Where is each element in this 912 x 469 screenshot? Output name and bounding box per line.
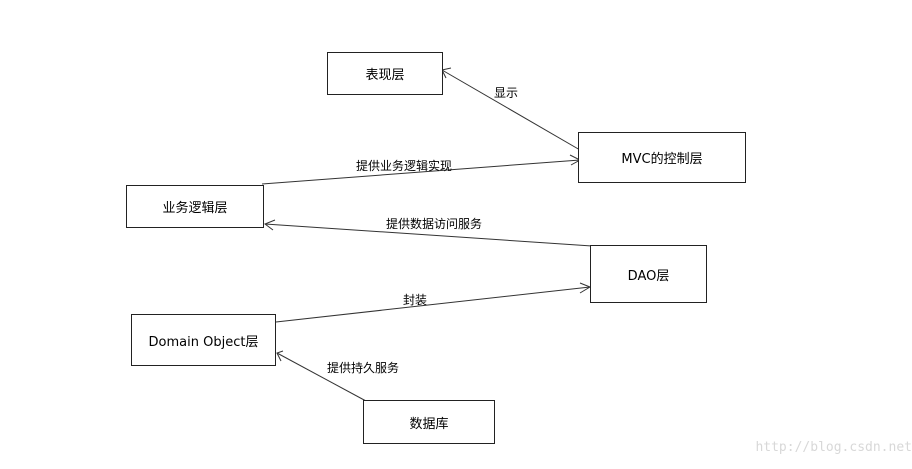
edge-label-business-logic: 提供业务逻辑实现 (356, 159, 453, 173)
mvc-controller-box: MVC的控制层 (578, 132, 746, 183)
edge-label-persistence: 提供持久服务 (327, 361, 400, 375)
domain-object-box: Domain Object层 (131, 314, 276, 366)
edge-domain-to-dao (275, 286, 591, 323)
edge-label-data-access: 提供数据访问服务 (386, 217, 483, 231)
mvc-controller-label: MVC的控制层 (621, 152, 703, 167)
edge-business-to-mvc (261, 159, 581, 185)
database-label: 数据库 (409, 416, 449, 432)
edge-label-display: 显示 (494, 86, 519, 100)
edge-mvc-to-presentation (441, 69, 581, 151)
business-logic-label: 业务逻辑层 (162, 201, 228, 216)
edge-label-encapsulate: 封装 (403, 293, 428, 307)
dao-layer-label: DAO层 (627, 268, 670, 284)
arrowhead-business (263, 219, 276, 231)
presentation-layer-box: 表现层 (327, 52, 443, 95)
presentation-layer-label: 表现层 (365, 68, 405, 83)
database-box: 数据库 (363, 400, 495, 444)
watermark-text: http://blog.csdn.net (755, 440, 912, 455)
arrowhead-domain (276, 350, 284, 362)
business-logic-box: 业务逻辑层 (126, 185, 264, 228)
dao-layer-box: DAO层 (590, 245, 707, 303)
domain-object-label: Domain Object层 (148, 334, 259, 350)
edge-dao-to-business (264, 223, 593, 247)
edge-database-to-domain (276, 352, 367, 402)
